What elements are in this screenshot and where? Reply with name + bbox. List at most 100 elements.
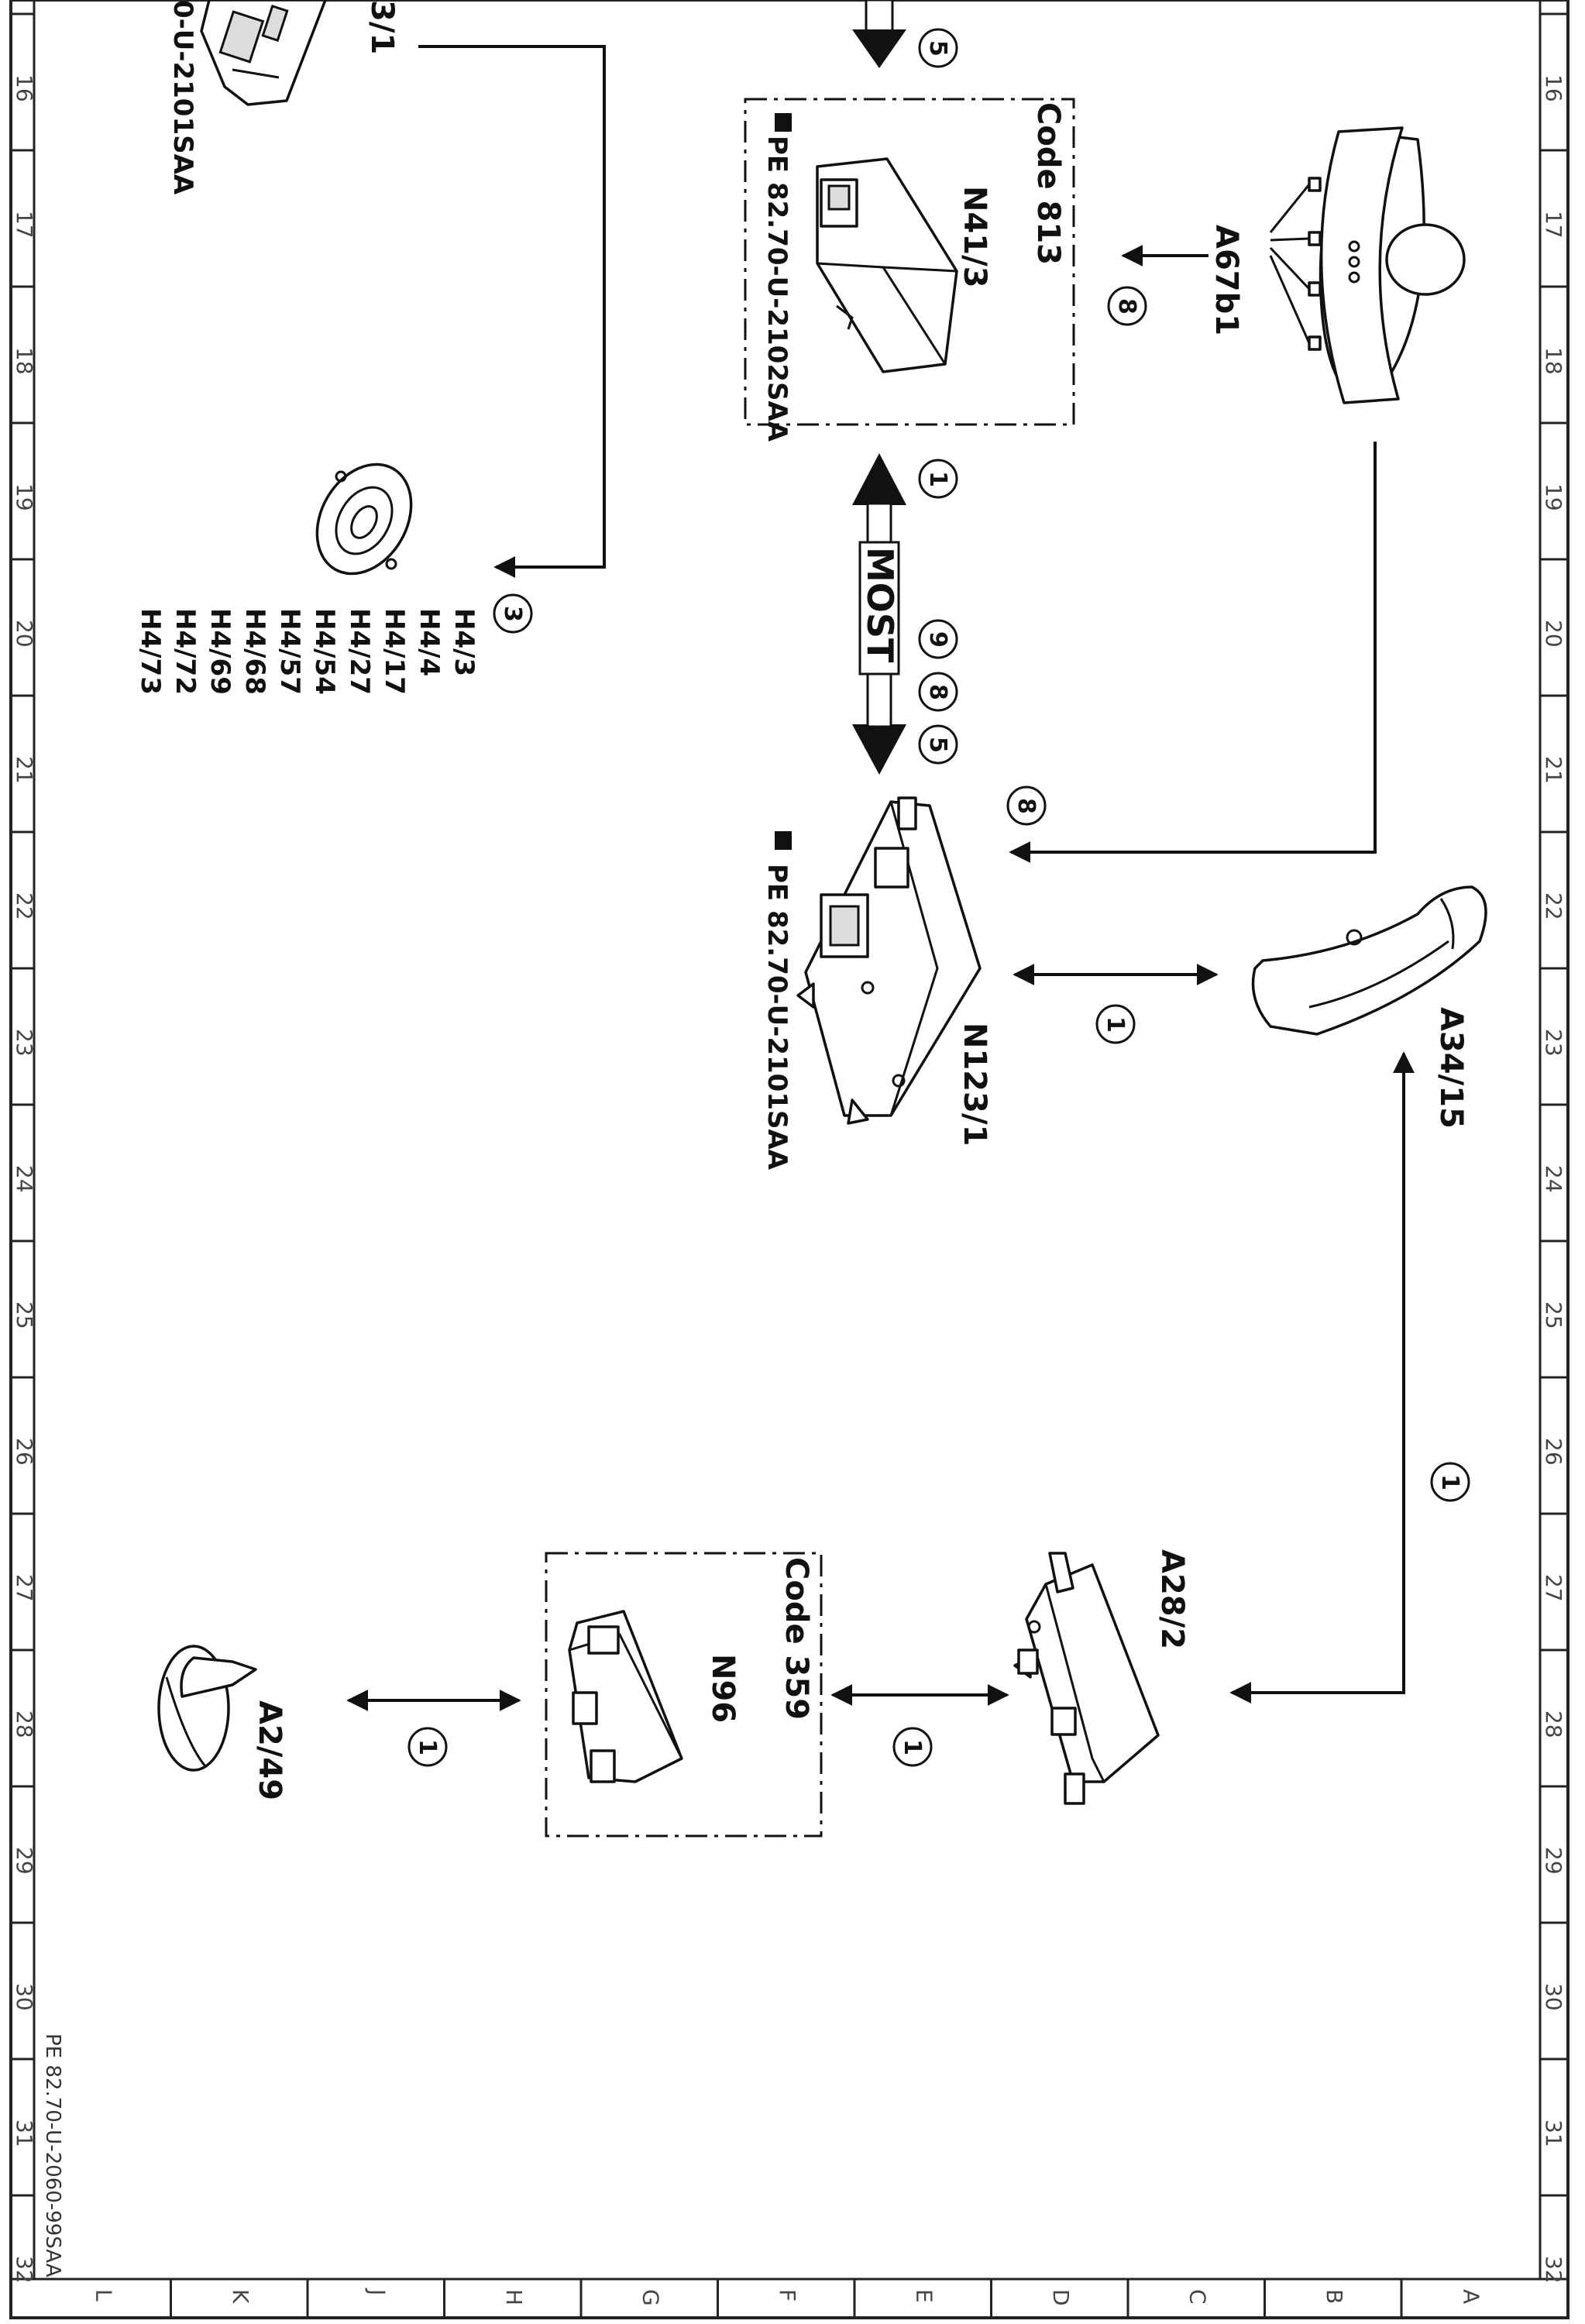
n41-3-label: N41/3 (957, 186, 992, 288)
a34-15-antenna-icon (1251, 885, 1487, 1036)
border-letter-A: A (1458, 2289, 1484, 2304)
circle-n96-a28: 1 (892, 1727, 933, 1767)
circle-n41-most: 1 (918, 459, 958, 499)
border-letter-B: B (1322, 2289, 1347, 2304)
speaker-h4-57: H4/57 (274, 608, 305, 695)
border-number-30: 30 (1541, 1983, 1566, 2011)
speaker-h4-69: H4/69 (205, 608, 236, 695)
border-letter-K: K (228, 2289, 253, 2304)
most-arrow-top (852, 0, 906, 68)
svg-text:5: 5 (924, 40, 951, 57)
border-letter-D: D (1048, 2289, 1074, 2306)
speaker-h4-27: H4/27 (344, 608, 375, 695)
circle-mirror-n123: 8 (1006, 786, 1047, 826)
speaker-h4-68: H4/68 (239, 608, 270, 695)
book-icon (775, 113, 792, 132)
most-arrow-n41-n123 (852, 453, 906, 775)
border-number-26: 26 (1541, 1438, 1566, 1466)
a28-2-module-icon (1013, 1552, 1160, 1805)
svg-text:1: 1 (414, 1739, 441, 1755)
border-number-25: 25 (12, 1301, 37, 1329)
border-letter-E: E (911, 2289, 937, 2303)
speaker-h4-73: H4/73 (135, 608, 166, 695)
circle-a34-a28: 1 (1430, 1462, 1470, 1502)
svg-text:1: 1 (899, 1739, 926, 1755)
svg-text:8: 8 (1013, 798, 1040, 814)
n123-1-ref: PE 82.70-U-2101SAA (762, 864, 792, 1171)
border-letter-L: L (91, 2289, 116, 2302)
border-number-19: 19 (12, 483, 37, 511)
border-number-21: 21 (1541, 756, 1566, 784)
speaker-h4-17: H4/17 (379, 608, 410, 695)
svg-text:1: 1 (1436, 1474, 1463, 1490)
a2-49-antenna-icon (157, 1645, 257, 1772)
svg-text:1: 1 (924, 471, 951, 487)
speaker-h4-72: H4/72 (170, 608, 201, 695)
code-359-label: Code 359 (779, 1557, 814, 1720)
border-number-25: 25 (1541, 1301, 1566, 1329)
a67b1-mirror-icon (1308, 126, 1466, 404)
border-number-16: 16 (1541, 74, 1566, 102)
n41-3-module-icon (816, 157, 958, 373)
border-number-21: 21 (12, 756, 37, 784)
border-letter-F: F (775, 2289, 800, 2302)
n96-label: N96 (705, 1654, 741, 1723)
svg-text:8: 8 (924, 684, 951, 700)
a28-2-label: A28/2 (1154, 1549, 1190, 1649)
speaker-h4-3: H4/3 (449, 608, 480, 676)
border-number-27: 27 (1541, 1574, 1566, 1602)
border-number-23: 23 (12, 1029, 37, 1057)
border-number-17: 17 (1541, 211, 1566, 239)
n123-1-label: N123/1 (957, 1023, 992, 1146)
a67b1-leader-lines (1269, 184, 1311, 344)
border-letter-H: H (501, 2289, 527, 2305)
a67b1-label: A67b1 (1209, 225, 1244, 335)
line-a34-15-to-a28-2 (1229, 1051, 1415, 1703)
line-a67b1-to-n123-1 (1009, 442, 1377, 863)
border-number-32: 32 (12, 2256, 37, 2284)
top-partial-ref: 0-U-2101SAA (167, 0, 198, 195)
circle-most-5: 5 (918, 724, 958, 765)
footer-ref: PE 82.70-U-2060-99SAA (41, 2033, 64, 2278)
border-number-20: 20 (12, 620, 37, 648)
speaker-icon (315, 462, 413, 576)
border-number-29: 29 (12, 1847, 37, 1875)
border-number-22: 22 (12, 892, 37, 920)
speaker-h4-4: H4/4 (414, 608, 445, 676)
circle-most-8: 8 (918, 672, 958, 712)
circle-speaker: 3 (493, 593, 533, 634)
border-number-19: 19 (1541, 483, 1566, 511)
border-number-32: 32 (1541, 2256, 1566, 2284)
code-813-box (744, 98, 1075, 426)
drawing-frame (9, 0, 1570, 2319)
circle-a2-n96: 1 (407, 1727, 448, 1767)
border-number-28: 28 (12, 1710, 37, 1738)
n123-1-module-icon (796, 796, 982, 1125)
border-number-18: 18 (12, 347, 37, 375)
circle-most-9: 9 (918, 619, 958, 659)
border-number-27: 27 (12, 1574, 37, 1602)
border-number-28: 28 (1541, 1710, 1566, 1738)
circle-n123-a34: 1 (1095, 1004, 1136, 1044)
most-bus-label: MOST (859, 547, 901, 663)
border-letter-C: C (1184, 2289, 1210, 2305)
svg-text:3: 3 (499, 606, 526, 622)
border-number-23: 23 (1541, 1029, 1566, 1057)
top-partial-label: 3/1 (364, 0, 400, 54)
a2-49-label: A2/49 (252, 1700, 287, 1800)
border-number-24: 24 (12, 1165, 37, 1193)
border-number-29: 29 (1541, 1847, 1566, 1875)
svg-text:5: 5 (924, 737, 951, 753)
code-813-label: Code 813 (1030, 102, 1066, 265)
border-letter-J: J (364, 2288, 390, 2295)
svg-text:8: 8 (1113, 298, 1140, 315)
a34-15-label: A34/15 (1433, 1007, 1469, 1129)
circle-top: 5 (918, 28, 958, 68)
n41-3-ref: PE 82.70-U-2102SAA (762, 136, 792, 442)
book-icon-2 (775, 831, 792, 850)
border-number-26: 26 (12, 1438, 37, 1466)
